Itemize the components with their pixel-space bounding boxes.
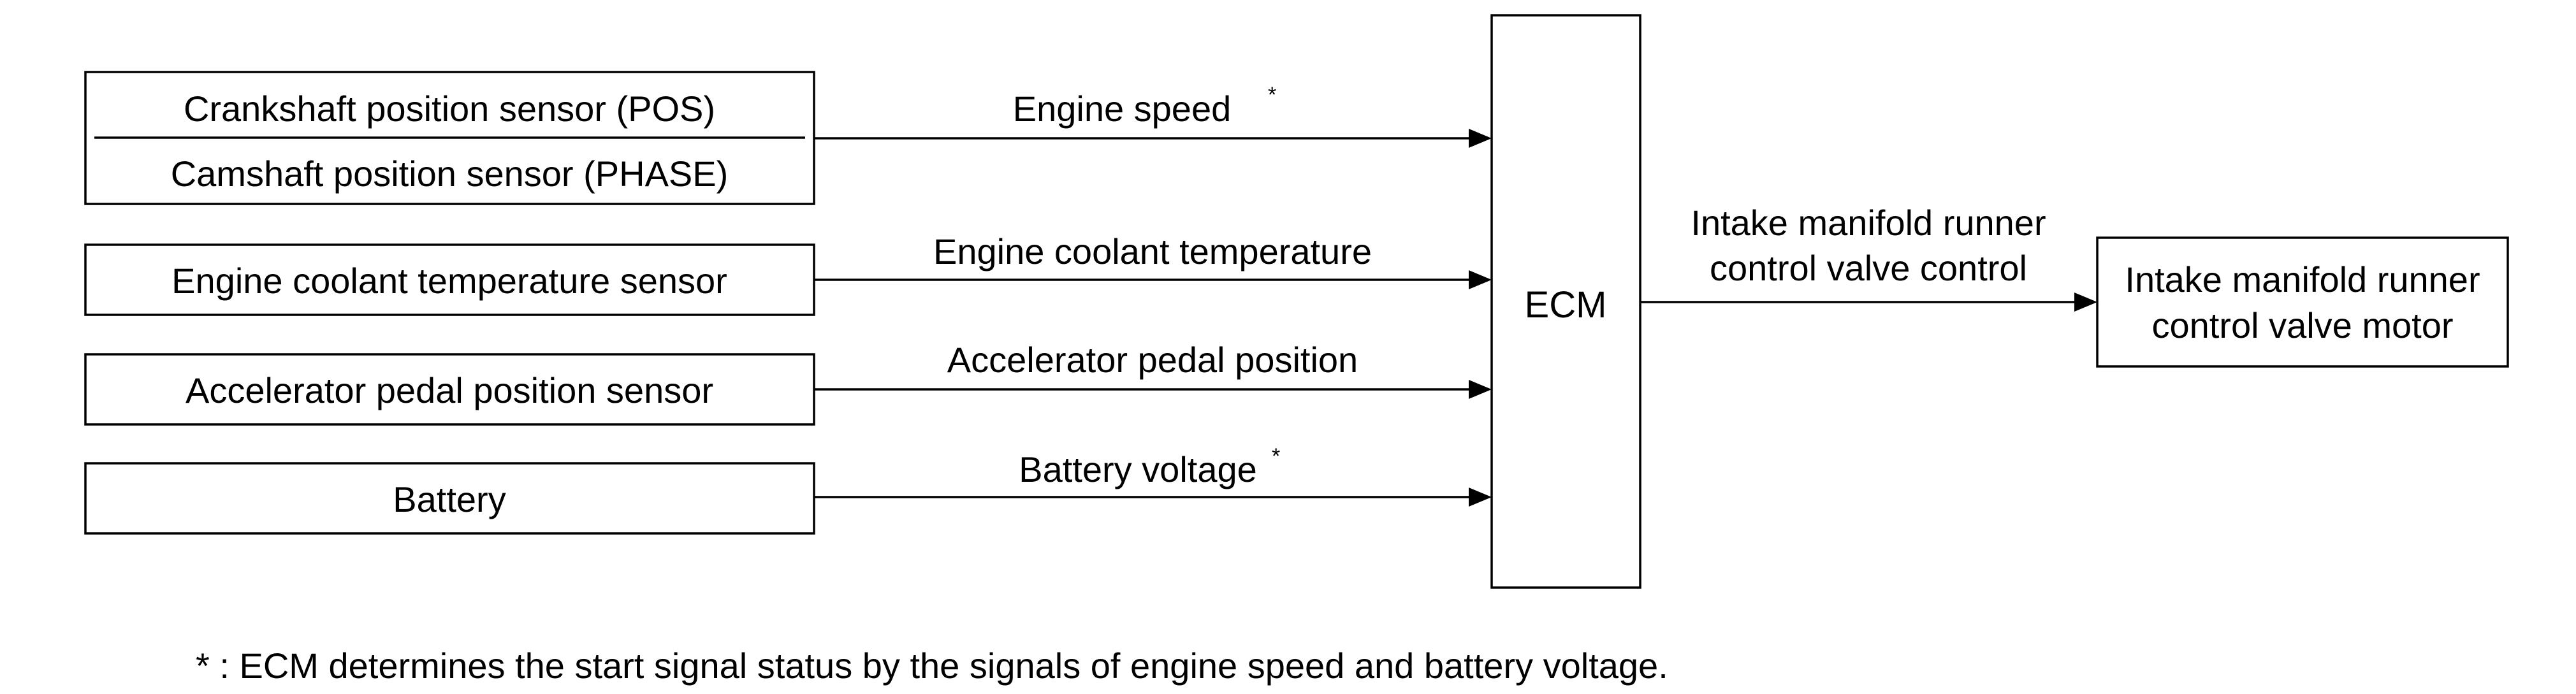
crank-cam-sensor-box: Crankshaft position sensor (POS) Camshaf… [84, 71, 815, 205]
accel-position-arrow: Accelerator pedal position [814, 340, 1492, 399]
ecm-box: ECM [1490, 14, 1641, 589]
coolant-sensor-label: Engine coolant temperature sensor [171, 261, 727, 301]
coolant-temp-arrow: Engine coolant temperature [814, 231, 1492, 289]
engine-speed-arrow: Engine speed * [814, 83, 1492, 148]
camshaft-sensor-label: Camshaft position sensor (PHASE) [171, 154, 729, 194]
footnote: * : ECM determines the start signal stat… [196, 646, 1668, 686]
battery-voltage-footnote-mark: * [1272, 444, 1280, 468]
battery-voltage-arrow: Battery voltage * [814, 444, 1492, 507]
arrowhead [1469, 488, 1492, 507]
output-signal-label-line1: Intake manifold runner [1691, 203, 2046, 243]
ecm-label: ECM [1525, 284, 1607, 326]
engine-speed-footnote-mark: * [1268, 83, 1276, 107]
accel-sensor-label: Accelerator pedal position sensor [186, 370, 713, 410]
coolant-sensor-box: Engine coolant temperature sensor [84, 243, 815, 316]
accel-sensor-box: Accelerator pedal position sensor [84, 353, 815, 426]
arrowhead [2074, 293, 2097, 312]
battery-label: Battery [393, 479, 506, 519]
output-label-line1: Intake manifold runner [2125, 259, 2480, 300]
output-signal-label-line2: control valve control [1710, 248, 2027, 288]
battery-voltage-signal-label: Battery voltage [1019, 449, 1257, 489]
arrowhead [1469, 380, 1492, 399]
arrowhead [1469, 129, 1492, 148]
crankshaft-sensor-label: Crankshaft position sensor (POS) [184, 89, 715, 129]
output-label-line2: control valve motor [2151, 305, 2453, 345]
coolant-temp-signal-label: Engine coolant temperature [933, 231, 1372, 271]
engine-speed-signal-label: Engine speed [1013, 89, 1232, 129]
accel-position-signal-label: Accelerator pedal position [947, 340, 1358, 380]
battery-box: Battery [84, 462, 815, 535]
arrowhead [1469, 270, 1492, 289]
runner-valve-motor-box: Intake manifold runner control valve mot… [2096, 236, 2509, 368]
runner-valve-control-arrow: Intake manifold runner control valve con… [1640, 203, 2097, 312]
